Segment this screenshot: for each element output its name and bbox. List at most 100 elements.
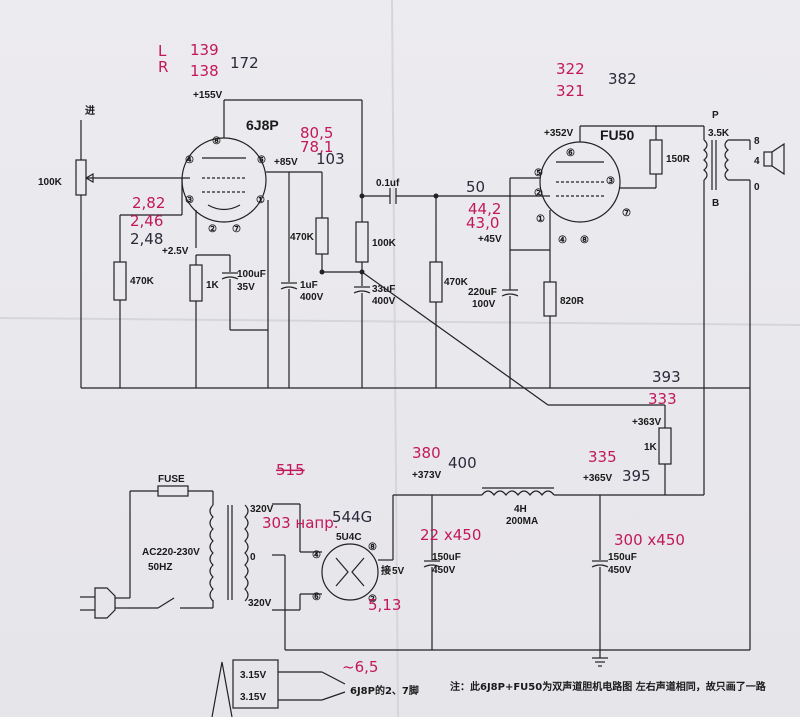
pin-label: ⑦: [232, 224, 241, 235]
pin-label: ⑧: [580, 235, 589, 246]
handwritten-note: 138: [190, 62, 219, 80]
component-label: 1uF: [300, 280, 318, 291]
pin-label: ②: [208, 224, 217, 235]
fuse: [157, 485, 189, 497]
handwritten-note: 22 x450: [420, 526, 481, 544]
ps-resistor-1k: [658, 427, 672, 465]
component-label: 220uF: [468, 287, 497, 298]
pin-label: ①: [256, 195, 265, 206]
paper-fold: [391, 0, 399, 717]
component-label: AC220-230V: [142, 547, 200, 558]
power-transformer-secondary: [244, 504, 249, 602]
speaker-tap-label: 4: [754, 156, 760, 167]
component-label: 470K: [290, 232, 315, 243]
speaker-icon: [763, 151, 773, 167]
component-label: 35V: [237, 282, 255, 293]
voltage-label: +373V: [412, 470, 442, 481]
component-label: 400V: [372, 296, 396, 307]
handwritten-note: 303 напр.: [262, 514, 339, 532]
pin-label: ④: [558, 235, 567, 246]
component-label: 470K: [444, 277, 469, 288]
component-label: 470K: [130, 276, 155, 287]
handwritten-note: 333: [648, 390, 677, 408]
handwritten-note: L: [158, 42, 167, 60]
corner-mark: 进: [85, 104, 95, 117]
pin-label: ②: [534, 188, 543, 199]
handwritten-note: R: [158, 58, 168, 76]
speaker-tap-label: 0: [754, 182, 760, 193]
voltage-label: +363V: [632, 417, 662, 428]
pin-label: ⑥: [312, 592, 321, 603]
paper-fold: [0, 317, 800, 326]
pin-label: ⑥: [257, 155, 266, 166]
grid-resistor: [113, 261, 127, 301]
handwritten-note: 300 x450: [614, 531, 685, 549]
handwritten-note: ~6,5: [342, 658, 378, 676]
component-label: 1K: [206, 280, 220, 291]
voltage-label: +2.5V: [162, 246, 189, 257]
handwritten-note: 78,1: [300, 138, 333, 156]
component-label: 320V: [250, 504, 274, 515]
pin-label: ④: [185, 155, 194, 166]
component-label: 150R: [666, 154, 691, 165]
output-transformer-primary: [703, 139, 708, 181]
handwritten-note: 80,5: [300, 124, 333, 142]
pin-label: ④: [312, 550, 321, 561]
component-label: 100V: [472, 299, 496, 310]
handwritten-note: 382: [608, 70, 637, 88]
handwritten-note: 139: [190, 41, 219, 59]
preamp-tube-label: 6J8P: [246, 117, 279, 133]
component-label: 3.15V: [240, 692, 266, 703]
handwritten-note: 5,13: [368, 596, 401, 614]
voltage-label: +365V: [583, 473, 613, 484]
speaker-tap-label: 8: [754, 136, 760, 147]
power-tube-label: FU50: [600, 127, 634, 143]
component-label: 1K: [644, 442, 658, 453]
handwritten-note: 544G: [332, 508, 372, 526]
pin-label: ③: [185, 195, 194, 206]
component-label: 50HZ: [148, 562, 172, 573]
pin-label: ⑧: [368, 542, 377, 553]
handwritten-note: 2,82: [132, 194, 165, 212]
mains-plug-icon: [94, 587, 116, 619]
component-label: B: [712, 198, 719, 209]
pin-label: ⑥: [566, 148, 575, 159]
pot-label: 100K: [38, 177, 63, 188]
pin-label: ①: [536, 214, 545, 225]
handwritten-note: 43,0: [466, 214, 499, 232]
power-transformer-primary: [209, 504, 214, 602]
rectifier-tube-label: 5U4C: [336, 532, 362, 543]
handwritten-note: 321: [556, 82, 585, 100]
pin-label: ③: [606, 176, 615, 187]
fuse-label: FUSE: [158, 474, 185, 485]
component-label: 100uF: [237, 269, 266, 280]
voltage-label: +85V: [274, 157, 298, 168]
component-label: P: [712, 110, 719, 121]
pin-label: ②: [368, 594, 377, 605]
component-label: 400V: [300, 292, 324, 303]
handwritten-note: 393: [652, 368, 681, 386]
component-label: 0: [250, 552, 256, 563]
voltage-label: +352V: [544, 128, 574, 139]
handwritten-note: 50: [466, 178, 485, 196]
component-label: 0.1uf: [376, 178, 400, 189]
handwritten-note: 380: [412, 444, 441, 462]
input-potentiometer: [75, 159, 87, 196]
component-label: 200MA: [506, 516, 538, 527]
pin-label: ⑤: [534, 168, 543, 179]
component-label: 820R: [560, 296, 585, 307]
handwritten-note: 44,2: [468, 200, 501, 218]
choke: [481, 490, 555, 496]
component-label: 33uF: [372, 284, 395, 295]
component-label: 3.5K: [708, 128, 730, 139]
screen-resistor: [649, 139, 663, 175]
filament-box: [232, 659, 279, 709]
component-label: 450V: [432, 565, 456, 576]
component-label: 450V: [608, 565, 632, 576]
handwritten-note: 322: [556, 60, 585, 78]
power-grid-resistor: [429, 261, 443, 303]
component-label: 100K: [372, 238, 397, 249]
voltage-label: +45V: [478, 234, 502, 245]
component-label: 150uF: [432, 552, 461, 563]
